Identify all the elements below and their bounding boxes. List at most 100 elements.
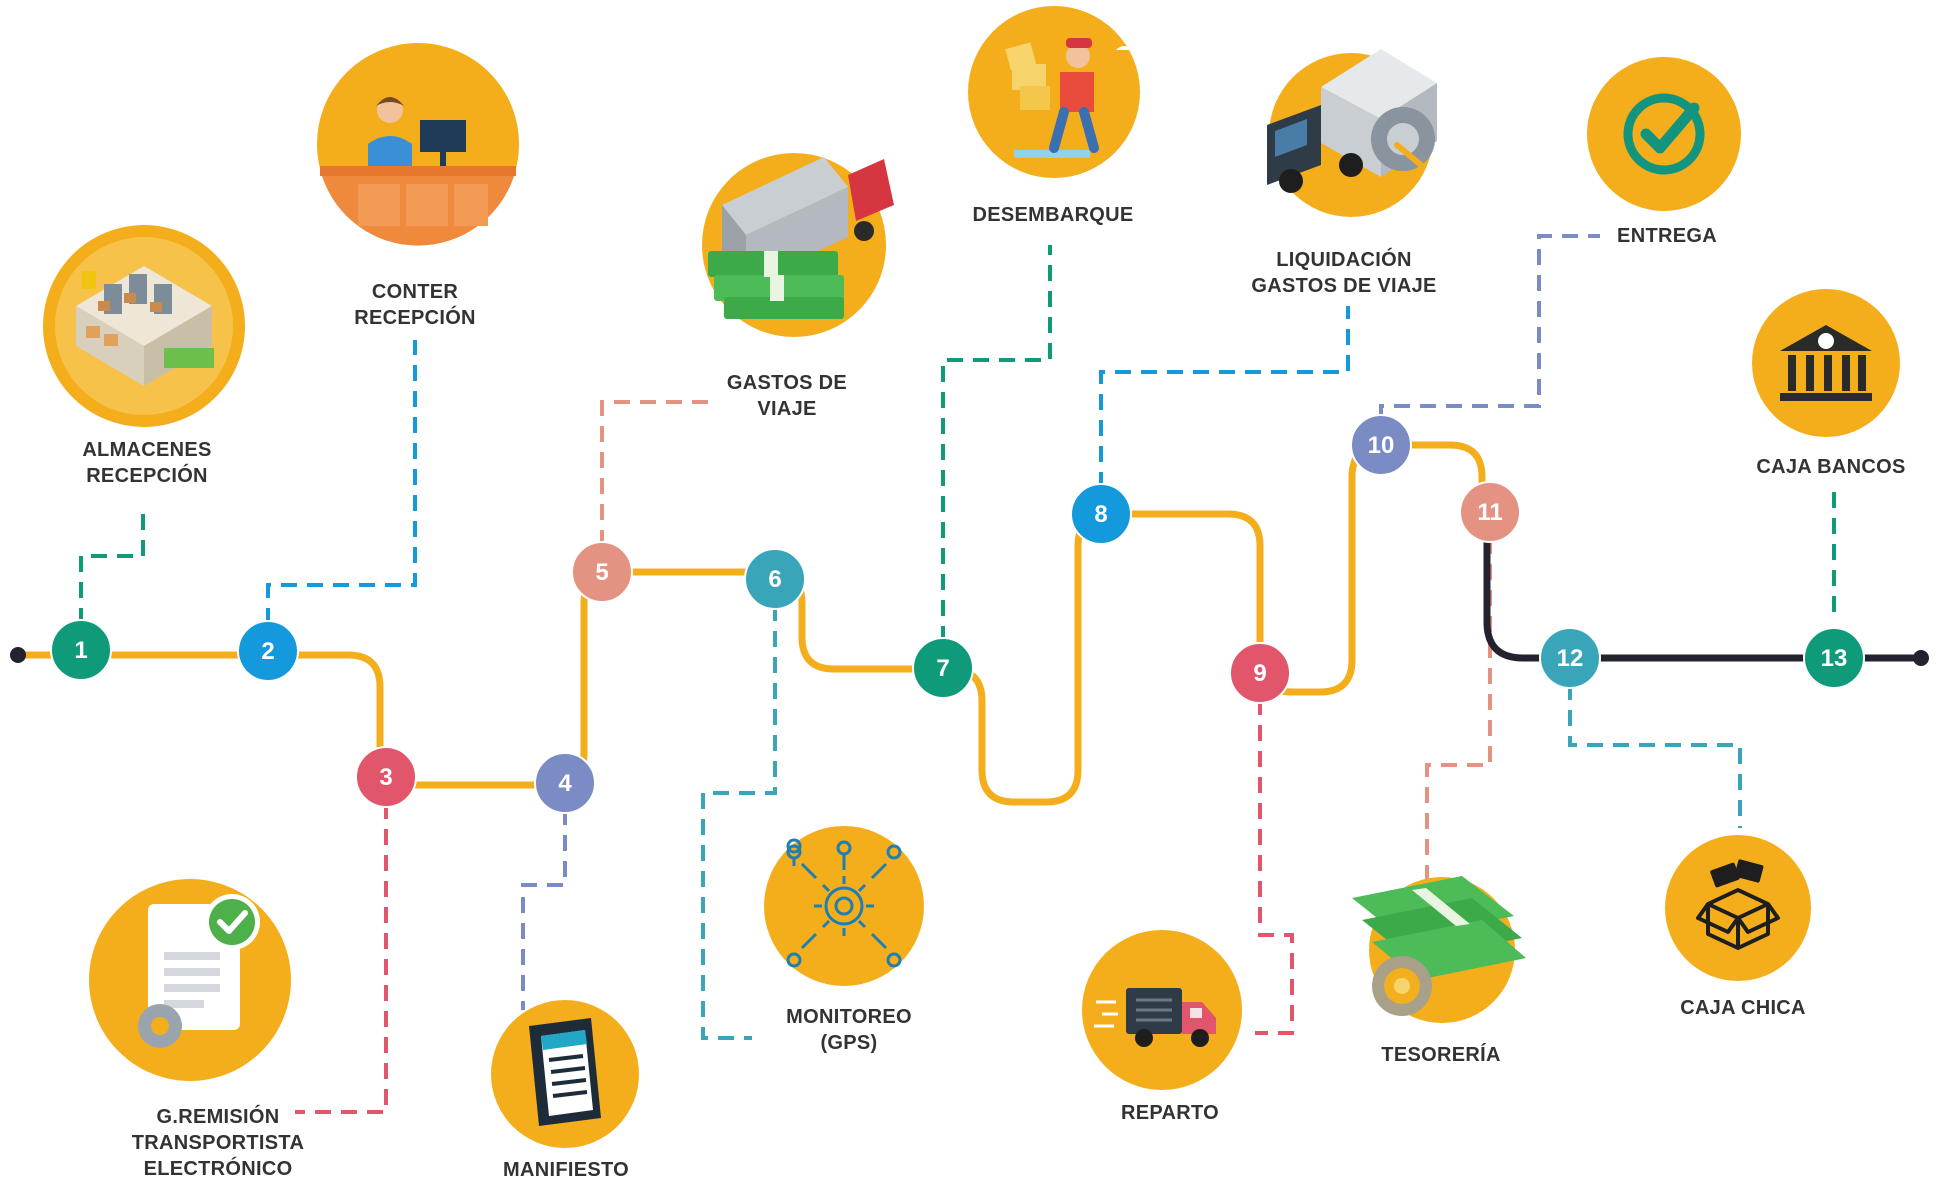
step-circle [1229, 642, 1291, 704]
connector-7 [941, 245, 1052, 668]
illustration-gastos-viaje [702, 153, 894, 337]
step-number: 13 [1821, 645, 1848, 672]
label-line: VIAJE [757, 398, 817, 420]
step-number: 8 [1094, 501, 1107, 528]
label-line: GASTOS DE VIAJE [1251, 275, 1437, 297]
illustration-reparto [1082, 930, 1242, 1090]
bank-icon [1780, 325, 1872, 401]
step-number: 5 [595, 559, 608, 586]
step-circle [50, 619, 112, 681]
label-caja-chica: CAJA CHICA [1680, 995, 1806, 1021]
step-node-11: 11 [1459, 481, 1521, 543]
label-line: ELECTRÓNICO [143, 1158, 293, 1180]
step-number: 3 [379, 764, 392, 791]
step-node-8: 8 [1070, 483, 1132, 545]
step-circle [355, 746, 417, 808]
label-line: DESEMBARQUE [972, 204, 1134, 226]
step-circle [912, 637, 974, 699]
illustration-caja-chica [1665, 835, 1811, 981]
step-circle [237, 620, 299, 682]
label-line: CAJA CHICA [1680, 997, 1806, 1019]
label-conter: CONTER RECEPCIÓN [354, 279, 476, 331]
step-node-5: 5 [571, 541, 633, 603]
label-line: RECEPCIÓN [86, 465, 208, 487]
label-line: LIQUIDACIÓN [1276, 249, 1412, 271]
label-line: ALMACENES [82, 439, 212, 461]
connector-8 [1099, 306, 1350, 514]
illustration-guia-remision [89, 879, 291, 1081]
label-line: TESORERÍA [1381, 1044, 1501, 1066]
illustration-caja-bancos [1752, 289, 1900, 437]
connector-12 [1568, 658, 1742, 828]
step-number: 12 [1557, 645, 1584, 672]
cash-box-icon [1696, 859, 1780, 950]
illustration-liquidacion [1267, 49, 1437, 217]
label-line: RECEPCIÓN [354, 307, 476, 329]
money-gear-icon [1352, 876, 1526, 1016]
step-circle [744, 548, 806, 610]
illustration-manifiesto [491, 1000, 639, 1148]
step-circle [571, 541, 633, 603]
illustration-desembarque [968, 6, 1140, 178]
label-reparto: REPARTO [1121, 1100, 1219, 1126]
step-number: 6 [768, 566, 781, 593]
connector-5 [600, 400, 712, 572]
check-icon [1623, 93, 1705, 175]
warehouse-icon [76, 266, 214, 386]
label-line: CAJA BANCOS [1756, 456, 1906, 478]
step-circle [1070, 483, 1132, 545]
unloading-worker-icon [1005, 38, 1132, 158]
label-liquidacion: LIQUIDACIÓN GASTOS DE VIAJE [1251, 247, 1436, 299]
truck-gear-icon [1267, 49, 1437, 193]
step-circle [1803, 627, 1865, 689]
step-circle [534, 752, 596, 814]
e-document-icon [138, 894, 260, 1048]
step-number: 7 [936, 655, 949, 682]
step-node-10: 10 [1350, 414, 1412, 476]
end-dot [1913, 650, 1929, 666]
step-circle [1539, 627, 1601, 689]
label-tesoreria: TESORERÍA [1381, 1042, 1500, 1068]
truck-money-icon [708, 157, 894, 319]
label-manifiesto: MANIFIESTO [503, 1157, 629, 1183]
step-node-2: 2 [237, 620, 299, 682]
label-line: REPARTO [1120, 1102, 1220, 1124]
step-node-6: 6 [744, 548, 806, 610]
connector-4 [521, 783, 567, 1010]
gps-gear-icon [786, 838, 902, 968]
label-line: GASTOS DE [726, 372, 848, 394]
illustration-entrega [1587, 57, 1741, 211]
step-number: 4 [558, 770, 572, 797]
illustration-conter [317, 43, 519, 246]
step-node-13: 13 [1803, 627, 1865, 689]
step-number: 1 [74, 637, 87, 664]
label-almacenes: ALMACENES RECEPCIÓN [82, 437, 211, 489]
label-line: (GPS) [820, 1032, 878, 1054]
connector-6 [701, 579, 777, 1040]
connector-9 [1255, 673, 1294, 1035]
label-guia-remision: G.REMISIÓN TRANSPORTISTA ELECTRÓNICO [132, 1104, 304, 1182]
step-node-12: 12 [1539, 627, 1601, 689]
step-number: 11 [1477, 499, 1502, 526]
label-gastos-viaje: GASTOS DE VIAJE [727, 370, 847, 422]
step-node-9: 9 [1229, 642, 1291, 704]
illustration-almacenes [43, 225, 245, 427]
illustration-monitoreo [764, 826, 924, 986]
step-circle [1459, 481, 1521, 543]
label-entrega: ENTREGA [1617, 223, 1717, 249]
label-line: TRANSPORTISTA [131, 1132, 305, 1154]
step-number: 10 [1368, 432, 1395, 459]
step-node-4: 4 [534, 752, 596, 814]
step-node-1: 1 [50, 619, 112, 681]
reception-desk-icon [320, 97, 516, 246]
step-circle [1350, 414, 1412, 476]
start-dot [10, 647, 26, 663]
step-number: 2 [261, 638, 274, 665]
connector-2 [266, 340, 417, 650]
label-line: CONTER [371, 281, 459, 303]
main-process-line [18, 441, 1486, 806]
delivery-truck-icon [1094, 988, 1216, 1047]
label-monitoreo: MONITOREO (GPS) [786, 1004, 912, 1056]
illustration-tesoreria [1352, 876, 1526, 1023]
